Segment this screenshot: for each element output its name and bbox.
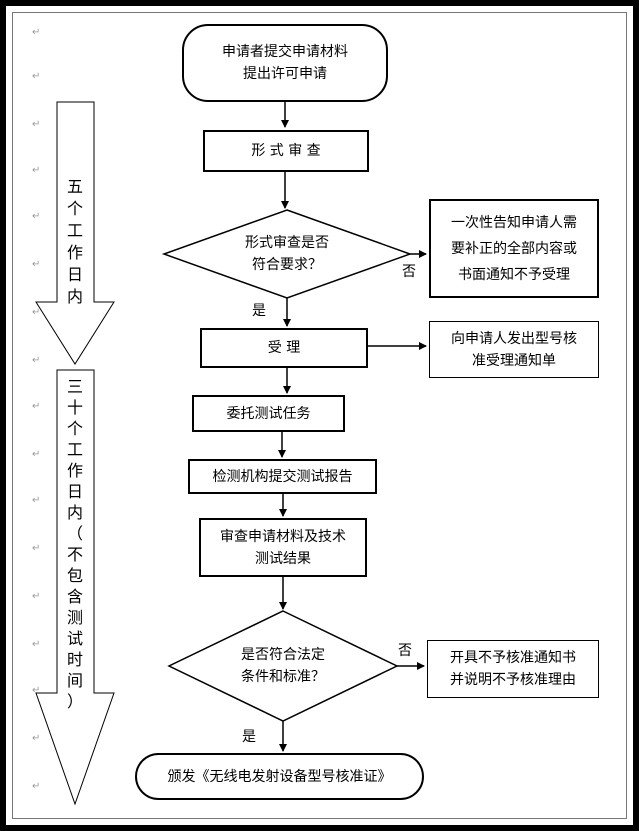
formal-review-label: 形 式 审 查 — [251, 143, 321, 159]
paragraph-mark: ↵ — [32, 71, 41, 82]
thirty-days-char: 内 — [67, 503, 84, 522]
notice-line3: 书面通知不予受理 — [458, 266, 570, 283]
accept-label: 受 理 — [267, 340, 301, 356]
start-node: 申请者提交申请材料 提出许可申请 — [182, 24, 388, 102]
accept-node: 受 理 — [200, 328, 368, 368]
formal-review-node: 形 式 审 查 — [203, 130, 369, 172]
thirty-days-char: 间 — [67, 671, 84, 690]
thirty-days-char: 三 — [67, 377, 84, 396]
notice-line2: 要补正的全部内容或 — [451, 240, 577, 257]
five-days-char: 五 — [67, 177, 84, 196]
paragraph-mark: ↵ — [32, 165, 41, 176]
test-report-label: 检测机构提交测试报告 — [212, 468, 353, 485]
thirty-days-char: 十 — [67, 398, 84, 417]
thirty-days-text: 三十个工作日内 （ 不包含测试时间 ） — [67, 376, 83, 712]
start-line2: 提出许可申请 — [243, 66, 327, 82]
refuse-line2: 并说明不予核准理由 — [450, 672, 576, 688]
paragraph-mark: ↵ — [32, 733, 41, 744]
start-line1: 申请者提交申请材料 — [222, 44, 348, 60]
refuse-notice-node: 开具不予核准通知书 并说明不予核准理由 — [427, 640, 599, 698]
paragraph-mark: ↵ — [32, 591, 41, 602]
paragraph-mark: ↵ — [32, 781, 41, 792]
paragraph-mark: ↵ — [32, 543, 41, 554]
thirty-days-char: 含 — [67, 587, 84, 606]
five-days-char: 内 — [67, 287, 84, 306]
review-line1: 审查申请材料及技术 — [220, 528, 346, 545]
five-days-char: 日 — [67, 265, 84, 284]
issue-label: 颁发《无线电发射设备型号核准证》 — [167, 768, 392, 785]
five-days-char: 作 — [67, 243, 84, 262]
notice-line1: 一次性告知申请人需 — [451, 214, 577, 231]
paragraph-mark: ↵ — [32, 449, 41, 460]
connector-layer — [35, 101, 427, 806]
five-days-char: 个 — [67, 199, 84, 218]
no2-label: 否 — [398, 643, 412, 659]
decision2-node: 是否符合法定 条件和标准？ — [213, 640, 353, 692]
thirty-days-char: （ — [67, 524, 84, 543]
thirty-days-char: 工 — [67, 440, 84, 459]
decision1-line1: 形式审查是否 — [245, 235, 329, 251]
decision1-node: 形式审查是否 符合要求？ — [214, 228, 360, 280]
paragraph-mark: ↵ — [32, 639, 41, 650]
five-days-char: 工 — [67, 221, 84, 240]
thirty-days-char: 不 — [67, 545, 84, 564]
accept-notice-line1: 向申请人发出型号核 — [451, 330, 577, 347]
thirty-days-char: 试 — [67, 629, 84, 648]
refuse-line1: 开具不予核准通知书 — [450, 650, 576, 666]
thirty-days-char: ） — [67, 692, 84, 711]
test-report-node: 检测机构提交测试报告 — [188, 459, 377, 494]
paragraph-mark: ↵ — [32, 211, 41, 222]
yes1-label: 是 — [252, 303, 266, 319]
yes2-label: 是 — [242, 729, 256, 745]
no1-label: 否 — [402, 264, 416, 280]
paragraph-mark: ↵ — [32, 119, 41, 130]
thirty-days-char: 个 — [67, 419, 84, 438]
review-line2: 测试结果 — [255, 550, 311, 567]
thirty-days-char: 包 — [67, 566, 84, 585]
paragraph-mark: ↵ — [32, 495, 41, 506]
five-days-text: 五个工作日内 — [67, 176, 83, 308]
paragraph-mark: ↵ — [32, 27, 41, 38]
five-days-arrow — [35, 101, 115, 365]
paragraph-mark: ↵ — [32, 307, 41, 318]
notice-supplement-node: 一次性告知申请人需 要补正的全部内容或 书面通知不予受理 — [429, 199, 599, 298]
issue-node: 颁发《无线电发射设备型号核准证》 — [135, 753, 424, 800]
thirty-days-arrow — [35, 369, 115, 806]
commission-test-node: 委托测试任务 — [192, 395, 345, 432]
paragraph-mark: ↵ — [32, 401, 41, 412]
decision2-line2: 条件和标准？ — [241, 669, 325, 685]
review-materials-node: 审查申请材料及技术 测试结果 — [199, 518, 367, 577]
thirty-days-char: 测 — [67, 608, 84, 627]
commission-test-label: 委托测试任务 — [226, 405, 311, 422]
accept-notice-line2: 准受理通知单 — [472, 352, 556, 369]
decision2-line1: 是否符合法定 — [241, 647, 325, 663]
paragraph-mark: ↵ — [32, 685, 41, 696]
paragraph-mark: ↵ — [32, 259, 41, 270]
thirty-days-char: 时 — [67, 650, 84, 669]
thirty-days-char: 日 — [67, 482, 84, 501]
paragraph-mark: ↵ — [32, 355, 41, 366]
decision1-line2: 符合要求？ — [252, 257, 322, 273]
thirty-days-char: 作 — [67, 461, 84, 480]
accept-notice-node: 向申请人发出型号核 准受理通知单 — [429, 321, 599, 378]
